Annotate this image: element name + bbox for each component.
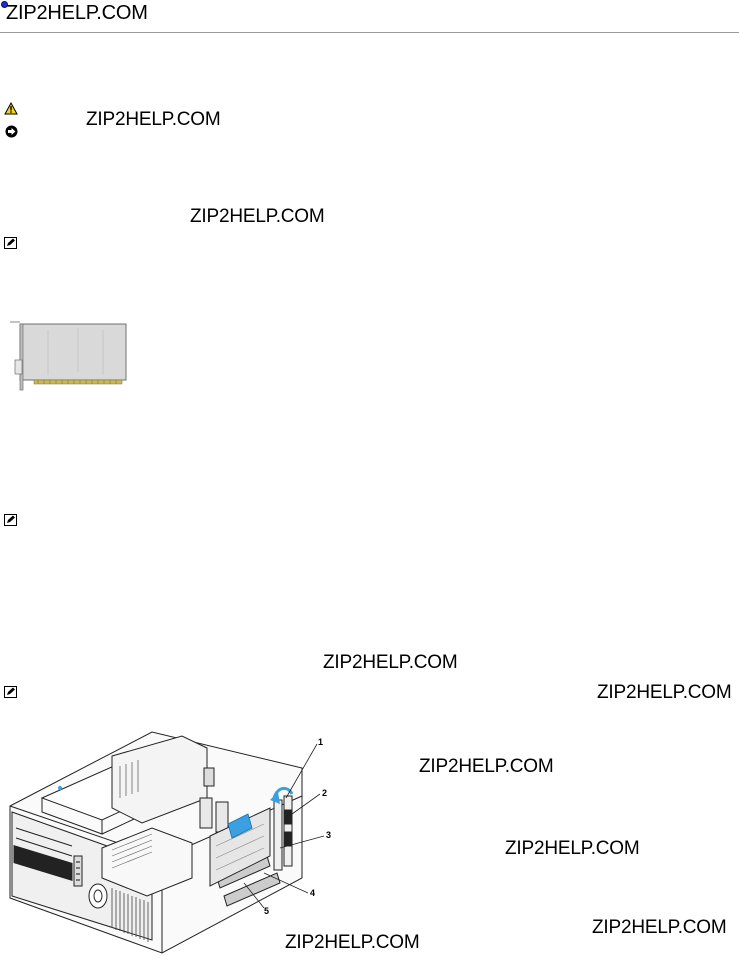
watermark-text: ZIP2HELP.COM [285, 932, 420, 953]
watermark-text: ZIP2HELP.COM [505, 838, 640, 859]
callout-2: 2 [322, 788, 327, 798]
header-watermark: ZIP2HELP.COM [6, 2, 148, 24]
callout-4: 4 [310, 888, 315, 898]
callout-1: 1 [318, 737, 323, 747]
expansion-card-illustration [10, 321, 127, 391]
computer-chassis-illustration: 1 2 3 4 5 [9, 731, 331, 954]
bullet-dot-icon [1, 1, 8, 8]
watermark-text: ZIP2HELP.COM [419, 756, 554, 777]
note-pencil-icon [4, 514, 17, 526]
watermark-text: ZIP2HELP.COM [592, 917, 727, 938]
callout-3: 3 [326, 830, 331, 840]
note-pencil-icon [4, 237, 17, 249]
warning-triangle-icon [4, 102, 18, 115]
note-pencil-icon [4, 686, 17, 698]
callout-5: 5 [264, 906, 269, 916]
watermark-text: ZIP2HELP.COM [597, 682, 732, 703]
header-divider [0, 32, 739, 33]
watermark-text: ZIP2HELP.COM [190, 206, 325, 227]
watermark-text: ZIP2HELP.COM [86, 109, 221, 130]
notice-arrow-icon [5, 125, 18, 138]
watermark-text: ZIP2HELP.COM [323, 652, 458, 673]
